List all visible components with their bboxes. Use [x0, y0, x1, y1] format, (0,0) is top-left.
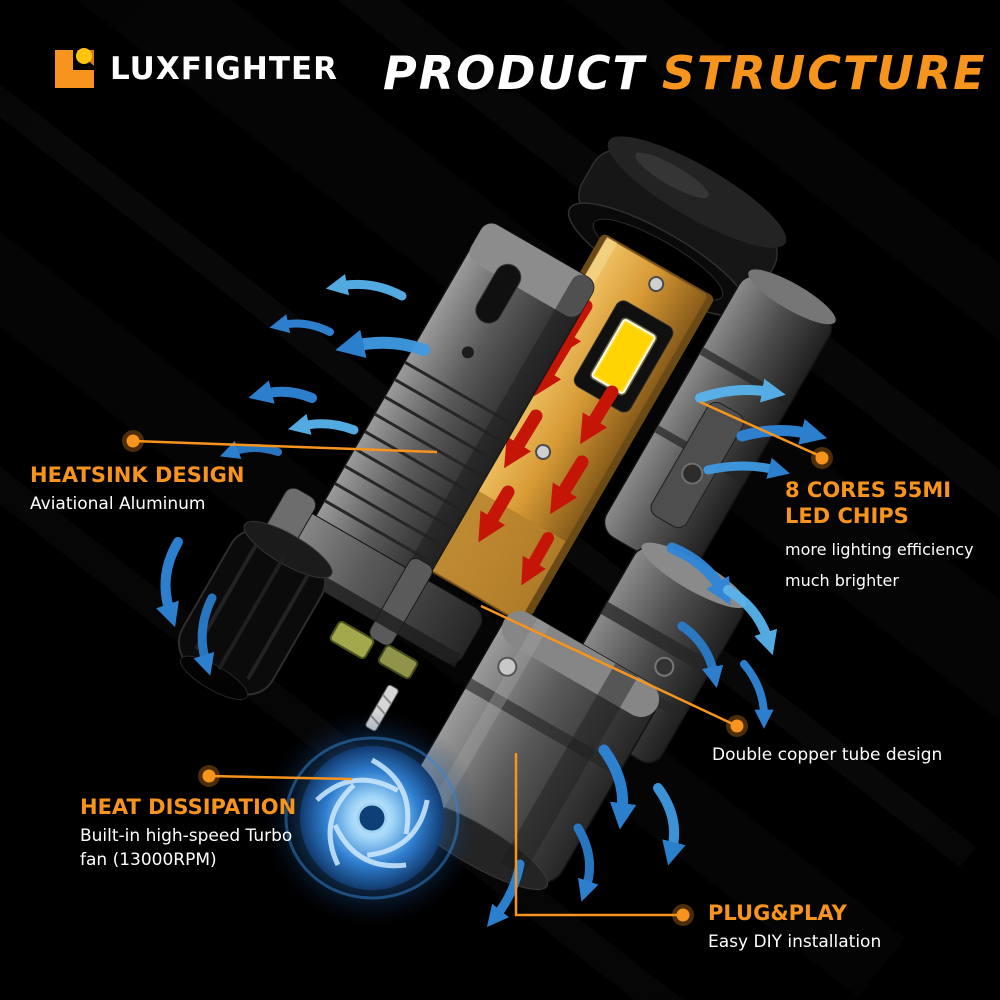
- logo: LUXFIGHTER: [46, 42, 338, 96]
- callout-plug-play: PLUG&PLAY Easy DIY installation: [708, 900, 881, 955]
- led-chips-callout-line: [699, 400, 821, 458]
- plug-play-title: PLUG&PLAY: [708, 901, 847, 925]
- page-title: PRODUCT STRUCTURE: [383, 46, 987, 100]
- led-chips-desc-line2: much brighter: [785, 570, 899, 590]
- callout-heatsink: HEATSINK DESIGN Aviational Aluminum: [30, 462, 245, 517]
- logo-text: LUXFIGHTER: [110, 51, 339, 87]
- title-product: PRODUCT: [383, 46, 646, 100]
- heatsink-title: HEATSINK DESIGN: [30, 463, 245, 487]
- title-structure: STRUCTURE: [661, 46, 987, 100]
- heat-dissipation-desc-line2: fan (13000RPM): [80, 850, 217, 871]
- heat-dissipation-desc-line1: Built-in high-speed Turbo: [80, 826, 293, 847]
- callout-heat-dissipation: HEAT DISSIPATION Built-in high-speed Tur…: [80, 794, 296, 873]
- copper-tube-desc: Double copper tube design: [712, 745, 943, 765]
- plug-play-desc: Easy DIY installation: [708, 932, 882, 953]
- heat-dissipation-callout-line: [208, 774, 353, 781]
- callout-copper-tube: Double copper tube design: [712, 744, 942, 768]
- led-chips-title-line1: 8 CORES 55MI: [785, 478, 952, 502]
- heatsink-callout-line: [132, 439, 438, 454]
- led-chips-title-line2: LED CHIPS: [785, 504, 909, 529]
- callout-led-chips: 8 CORES 55MI LED CHIPS more lighting eff…: [785, 477, 990, 592]
- heat-dissipation-title: HEAT DISSIPATION: [80, 795, 297, 819]
- copper-tube-callout-line: [480, 604, 736, 727]
- heatsink-desc: Aviational Aluminum: [30, 494, 206, 515]
- callout-dots: [122, 430, 833, 926]
- callout-lines: [132, 400, 821, 917]
- plug-play-callout-line: [514, 753, 681, 917]
- led-chips-desc-line1: more lighting efficiency: [785, 539, 974, 559]
- logo-icon: [55, 48, 94, 88]
